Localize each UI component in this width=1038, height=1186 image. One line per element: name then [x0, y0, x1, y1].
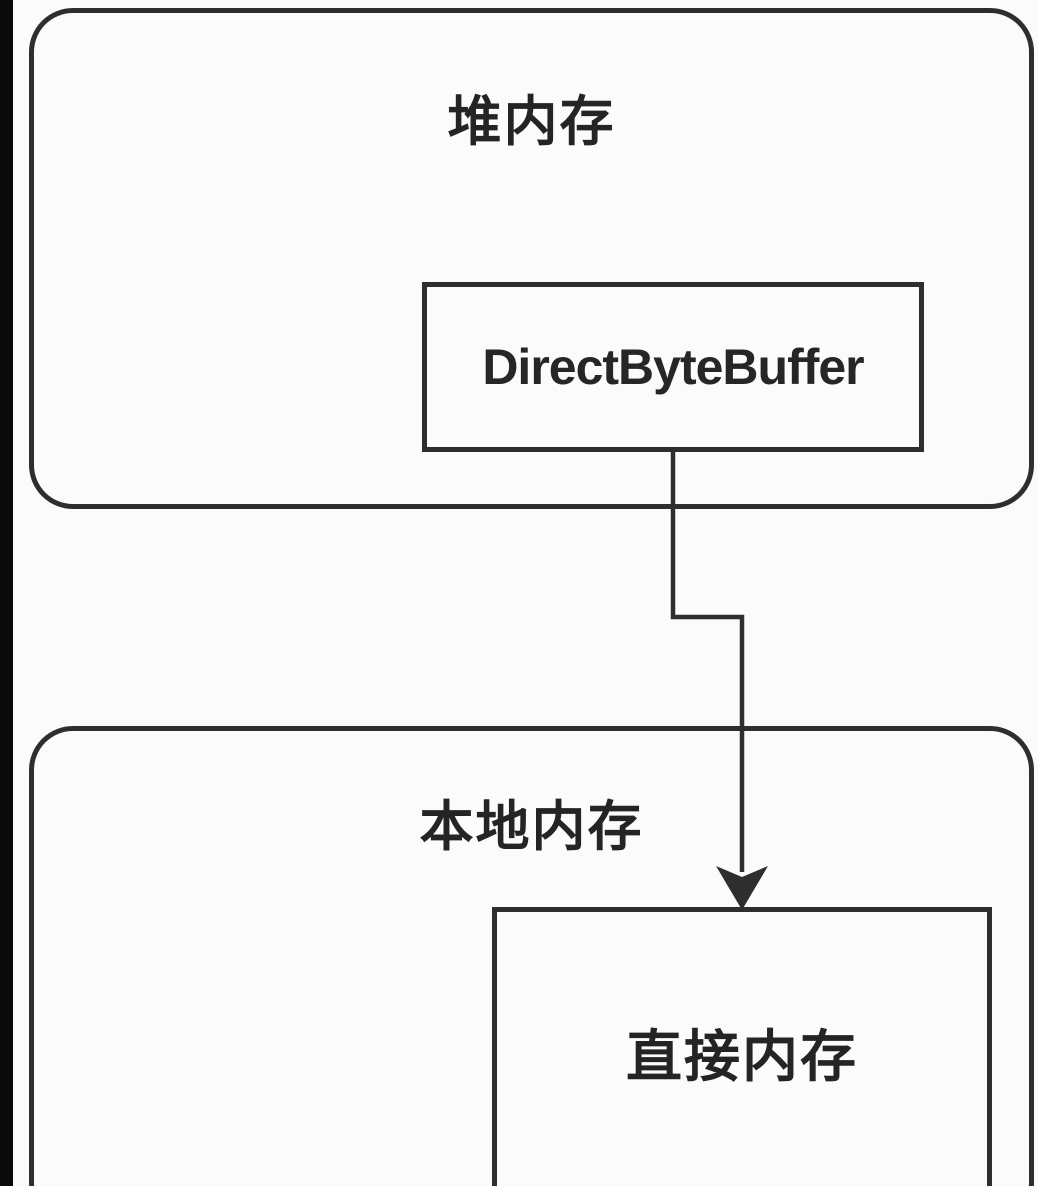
- heap-memory-box: 堆内存 DirectByteBuffer: [29, 8, 1034, 509]
- direct-memory-label: 直接内存: [626, 1025, 858, 1088]
- directbytebuffer-label: DirectByteBuffer: [482, 339, 864, 395]
- directbytebuffer-box: DirectByteBuffer: [422, 282, 924, 452]
- heap-memory-label: 堆内存: [447, 92, 616, 152]
- native-memory-box: 本地内存 直接内存: [29, 726, 1034, 1186]
- native-memory-label: 本地内存: [419, 797, 644, 857]
- direct-memory-box: 直接内存: [492, 907, 992, 1186]
- left-edge-black-bar: [0, 0, 13, 1186]
